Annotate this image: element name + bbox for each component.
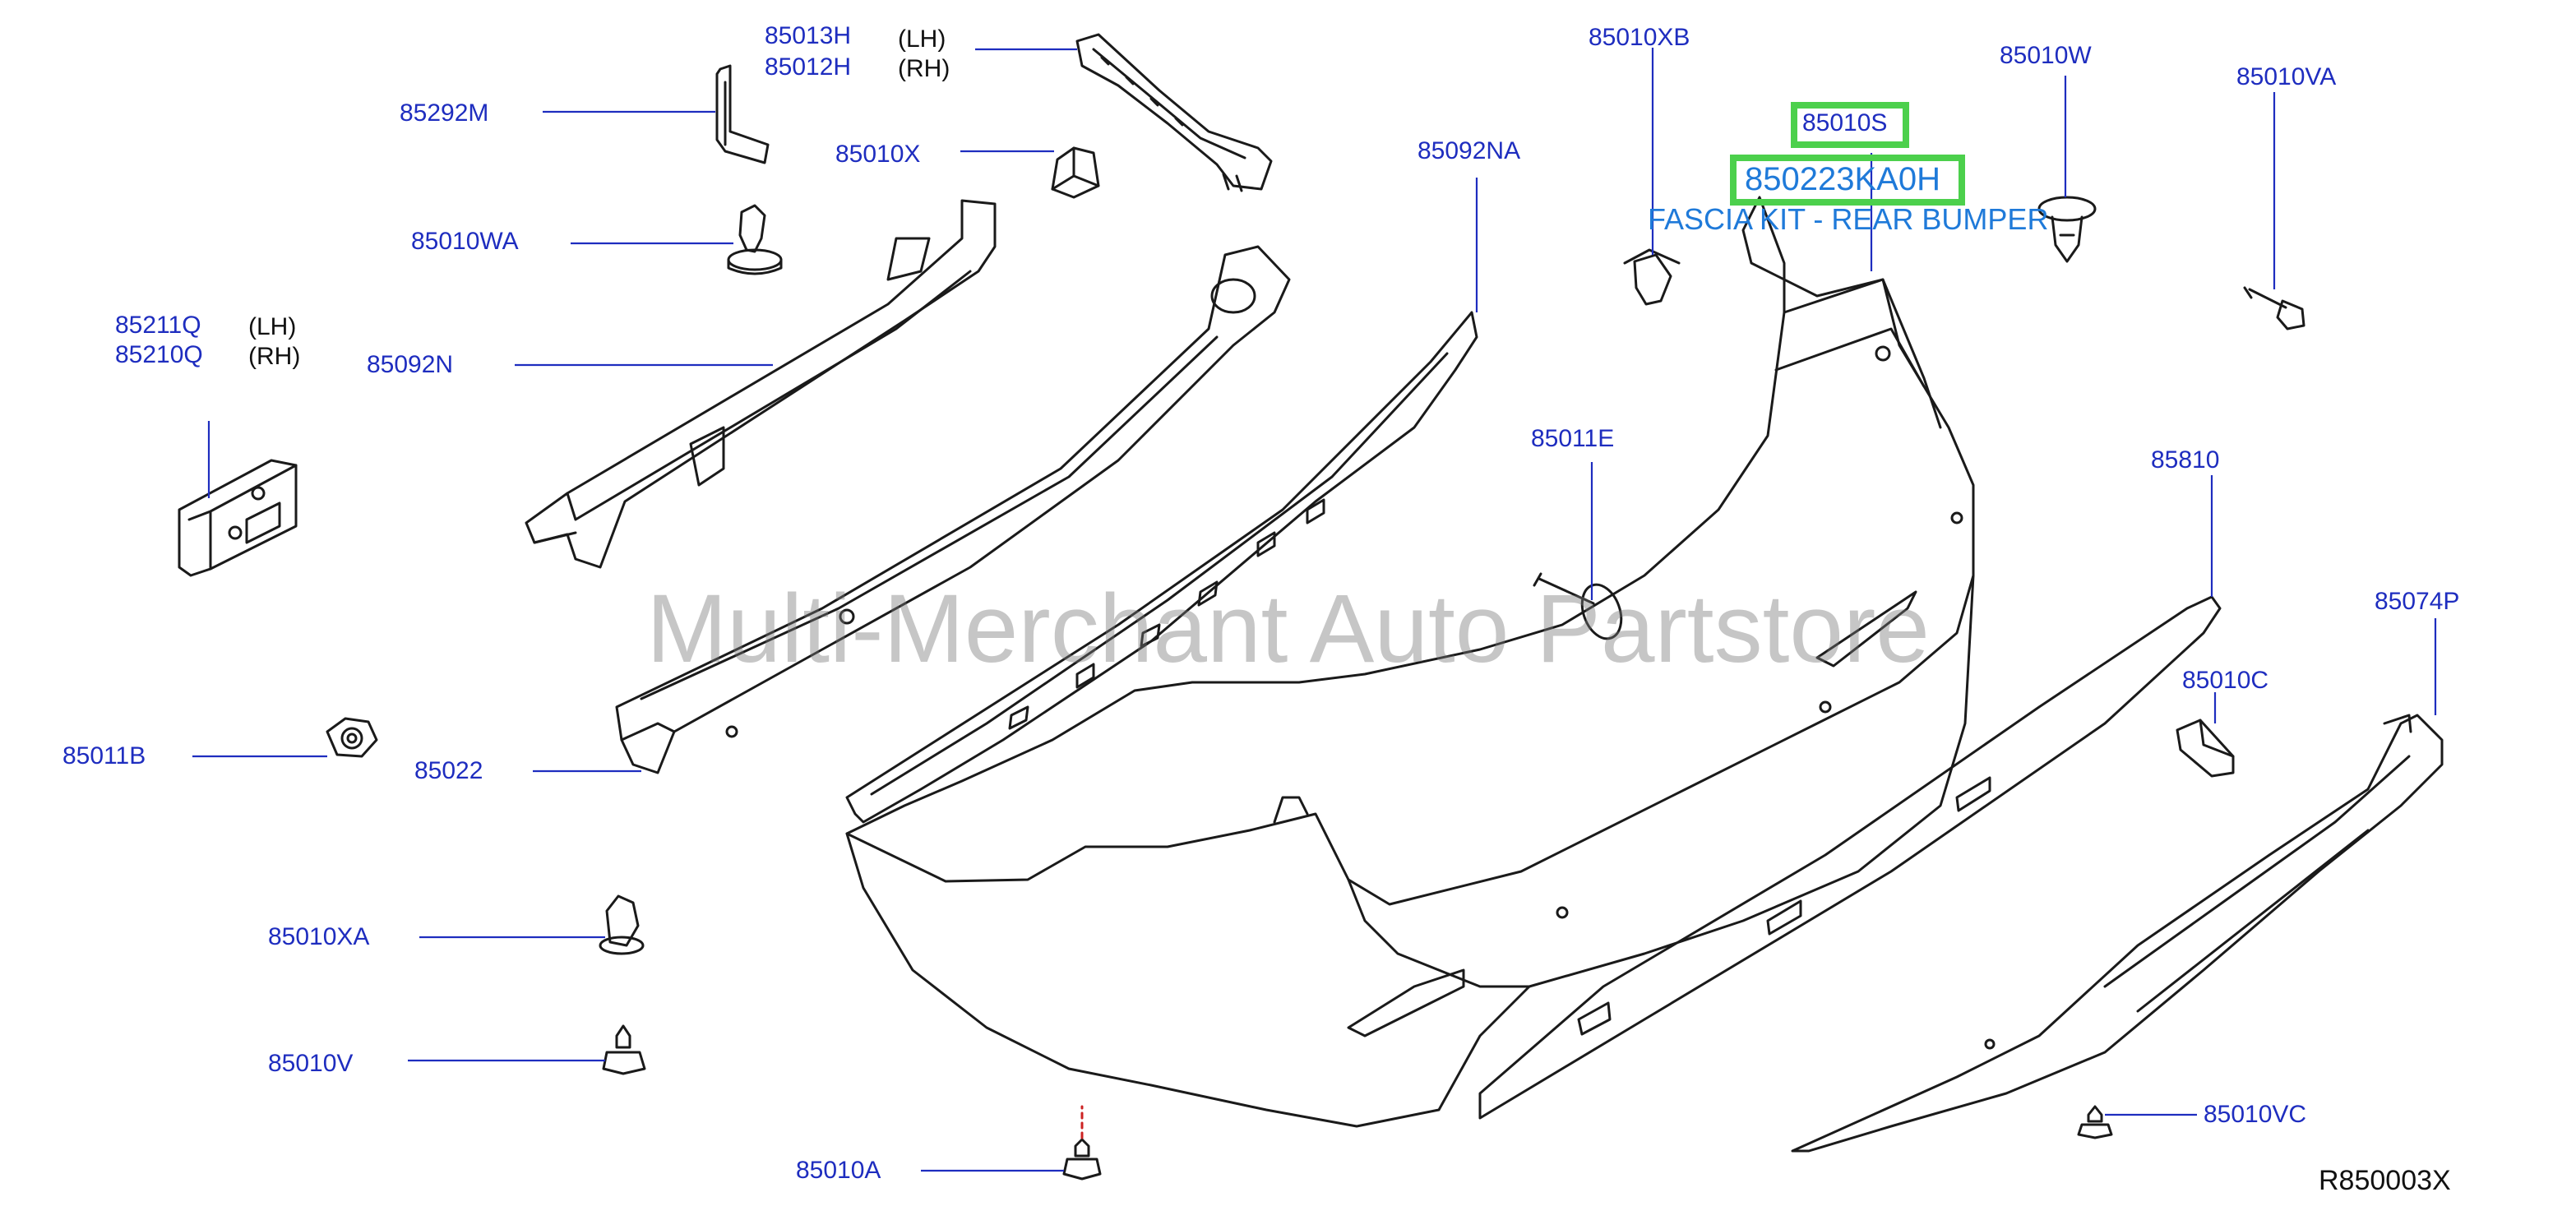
- part-label-85010wa[interactable]: 85010WA: [411, 228, 519, 255]
- part-label-85211q[interactable]: 85211Q: [115, 312, 201, 339]
- diagram-reference-code: R850003X: [2319, 1165, 2451, 1196]
- part-label-85010vc[interactable]: 85010VC: [2204, 1101, 2307, 1128]
- screw-85010va: [2243, 286, 2305, 330]
- part-label-85010va[interactable]: 85010VA: [2236, 63, 2337, 90]
- rivet-85010w: [2037, 196, 2097, 263]
- part-label-85010w[interactable]: 85010W: [2000, 42, 2092, 69]
- clip-85010c: [2176, 719, 2235, 778]
- bracket-85013h-85012h: [1075, 33, 1273, 192]
- molding-85810: [1478, 595, 2222, 1120]
- clip-85010v: [602, 1024, 646, 1075]
- leader-lines: [192, 48, 2437, 1172]
- part-label-85210q[interactable]: 85210Q: [115, 341, 203, 368]
- side-label-lh-85211q: (LH): [248, 313, 297, 340]
- bracket-85292m: [715, 64, 770, 164]
- side-label-rh-85012h: (RH): [898, 55, 950, 82]
- part-label-85022[interactable]: 85022: [414, 757, 483, 784]
- kit-number-label[interactable]: 850223KA0H: [1745, 161, 1940, 197]
- bumper-fascia: [845, 196, 1975, 1128]
- part-label-85810[interactable]: 85810: [2151, 446, 2220, 474]
- absorber-85092n: [525, 199, 997, 569]
- clip-85010xb: [1623, 248, 1681, 306]
- clip-85010a: [1062, 1105, 1102, 1181]
- part-label-85010a[interactable]: 85010A: [796, 1157, 881, 1184]
- highlight-box-85010s: [1791, 102, 1909, 148]
- side-label-rh-85210q: (RH): [248, 343, 301, 370]
- part-label-85011e[interactable]: 85011E: [1531, 425, 1615, 452]
- highlight-box-kit: [1730, 155, 1965, 206]
- part-label-85013h[interactable]: 85013H: [765, 22, 852, 49]
- clip-85010vc: [2077, 1105, 2113, 1139]
- part-label-85010c[interactable]: 85010C: [2182, 667, 2269, 694]
- nut-85011b: [326, 717, 378, 758]
- side-label-lh-85013h: (LH): [898, 25, 946, 53]
- part-label-85011b[interactable]: 85011B: [62, 742, 146, 769]
- part-label-85092na[interactable]: 85092NA: [1417, 137, 1521, 164]
- clip-85010x: [1051, 146, 1100, 199]
- clip-85010xa: [599, 894, 645, 955]
- part-label-85010xb[interactable]: 85010XB: [1589, 24, 1690, 51]
- bolt-85011e: [1533, 572, 1623, 640]
- part-label-85092n[interactable]: 85092N: [367, 351, 454, 378]
- cover-85074p: [1791, 714, 2444, 1153]
- part-label-85292m[interactable]: 85292M: [400, 99, 489, 127]
- part-label-85012h[interactable]: 85012H: [765, 53, 852, 81]
- clip-85010wa: [727, 204, 783, 275]
- bracket-85210q-85211q: [178, 459, 298, 577]
- kit-description: FASCIA KIT - REAR BUMPER: [1648, 202, 2049, 236]
- part-label-85074p[interactable]: 85074P: [2375, 588, 2460, 615]
- part-label-85010x[interactable]: 85010X: [835, 141, 921, 168]
- part-label-85010v[interactable]: 85010V: [268, 1050, 354, 1077]
- part-label-85010s[interactable]: 85010S: [1802, 109, 1888, 136]
- retainer-85092na: [845, 311, 1478, 824]
- part-label-85010xa[interactable]: 85010XA: [268, 923, 370, 950]
- reinforcement-85022: [615, 245, 1291, 774]
